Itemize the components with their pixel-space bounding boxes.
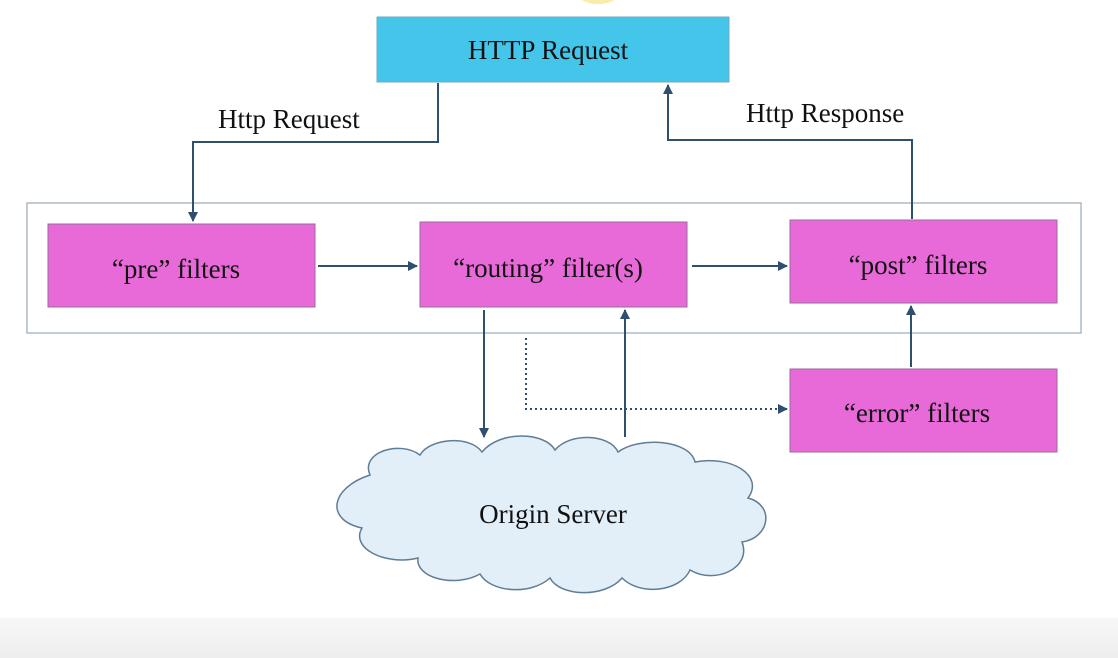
post-filters-box: [789, 219, 1058, 304]
routing-filters-node: “routing” filter(s): [419, 221, 688, 308]
top-highlight-dot: [578, 0, 618, 4]
http-request-node: HTTP Request: [376, 16, 730, 83]
post-filters-node: “post” filters: [789, 219, 1058, 304]
origin-server-node: Origin Server: [336, 435, 767, 594]
routing-filters-label: “routing” filter(s): [453, 253, 643, 283]
edge-label-http-response: Http Response: [746, 98, 904, 128]
error-filters-box: [789, 368, 1058, 453]
pre-filters-label: “pre” filters: [112, 254, 240, 284]
edge-label-http-request: Http Request: [218, 104, 360, 134]
error-filters-label: “error” filters: [844, 398, 990, 428]
origin-server-cloud-shape: [336, 435, 767, 594]
routing-filters-box: [419, 221, 688, 308]
error-filters-node: “error” filters: [789, 368, 1058, 453]
origin-server-label: Origin Server: [479, 499, 627, 529]
pre-filters-box: [47, 223, 316, 308]
post-filters-label: “post” filters: [849, 250, 988, 280]
edge-post-to-response: [663, 84, 913, 219]
edge-routing-to-error-dotted: [525, 338, 788, 414]
edge-request-to-pre: [188, 83, 439, 222]
pre-filters-node: “pre” filters: [47, 223, 316, 308]
bottom-band: [0, 618, 1118, 658]
http-request-label: HTTP Request: [468, 35, 629, 65]
http-request-box: [376, 16, 730, 83]
